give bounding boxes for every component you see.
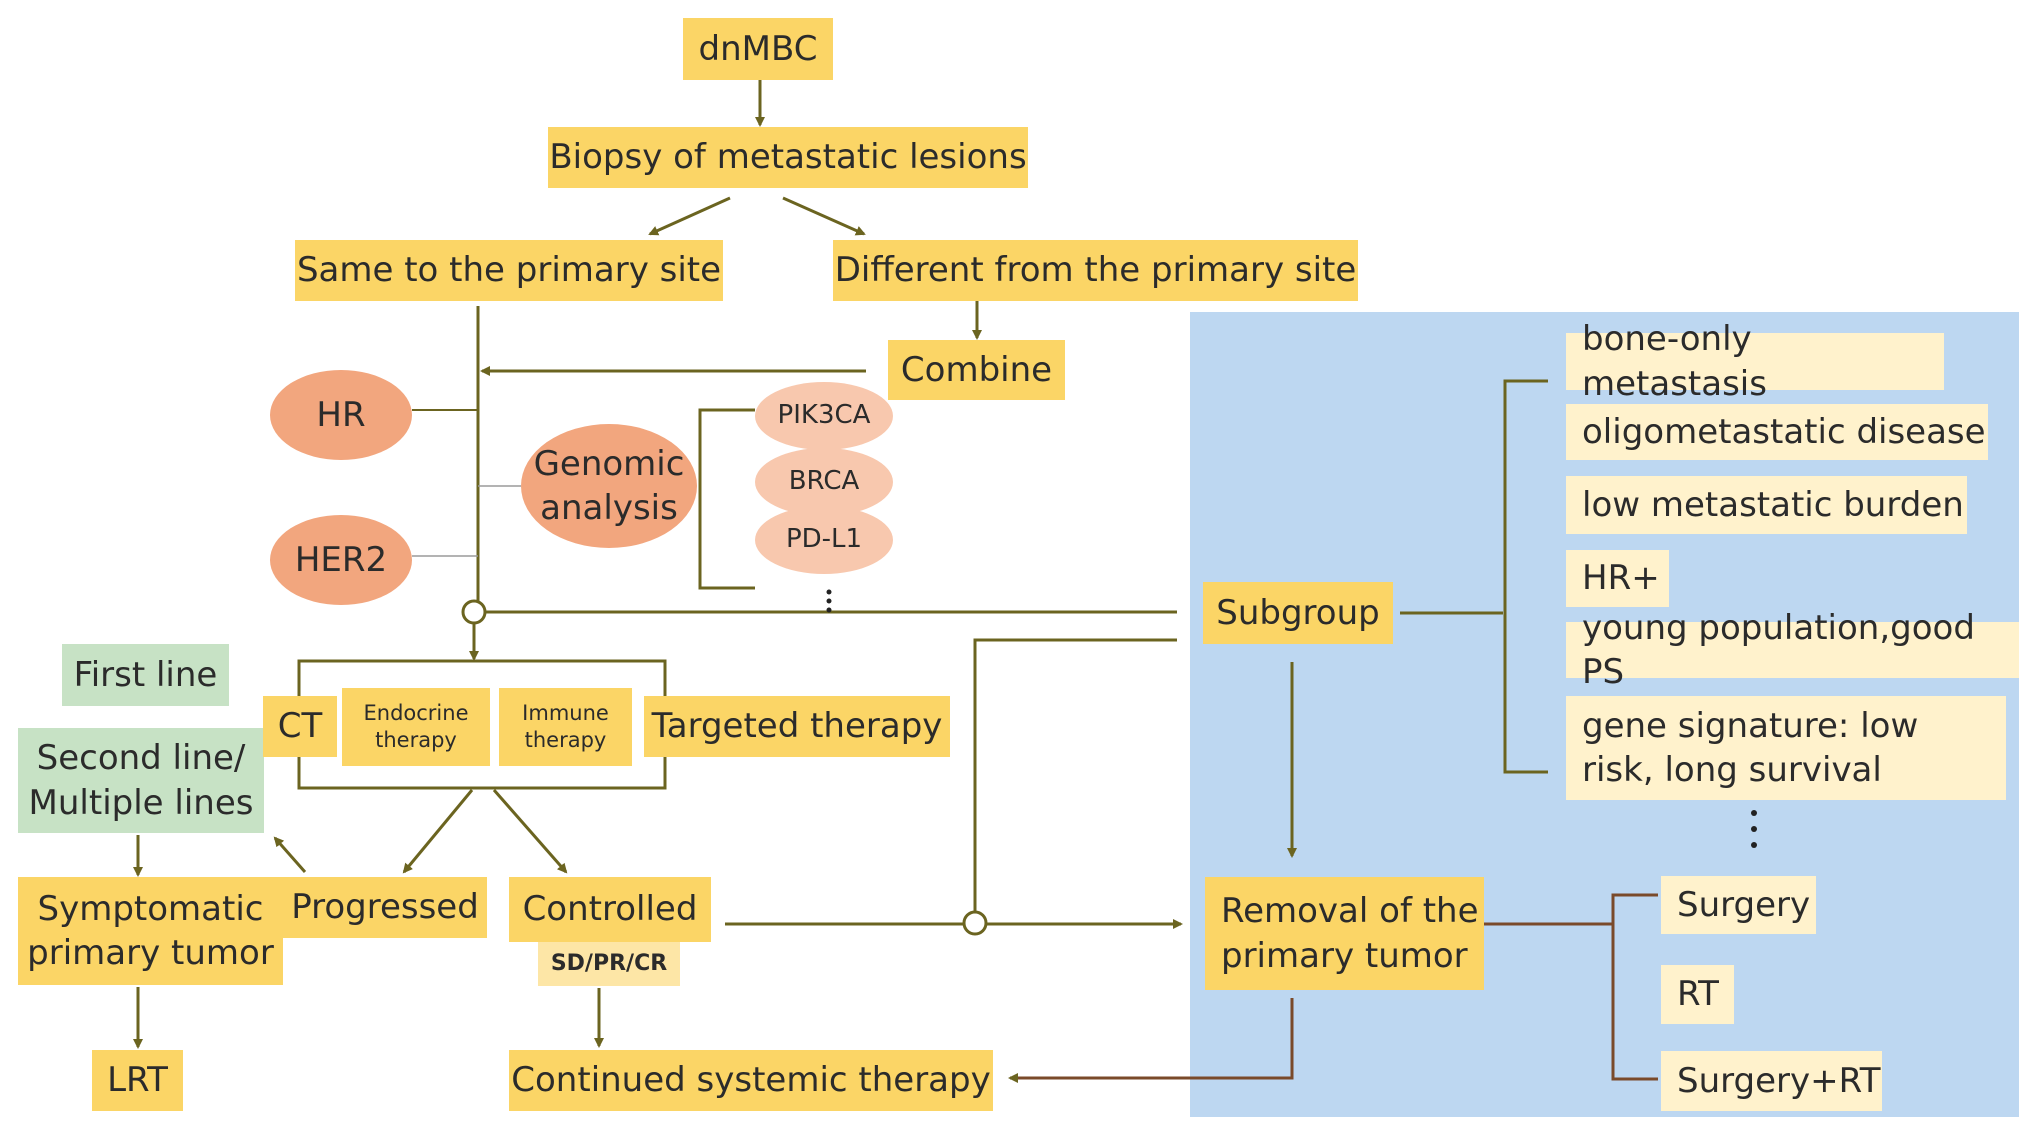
her2-label: HER2 — [294, 539, 388, 580]
brca-label: BRCA — [788, 466, 860, 497]
junction-circle-main — [461, 599, 487, 625]
targeted-therapy-node: Targeted therapy — [644, 696, 950, 757]
biopsy-node: Biopsy of metastatic lesions — [548, 127, 1028, 188]
targeted-label: Targeted therapy — [651, 706, 943, 747]
response-node: SD/PR/CR — [538, 942, 680, 986]
second-line-text-2: Multiple lines — [28, 782, 254, 823]
progressed-label: Progressed — [291, 887, 479, 928]
option-surgery-rt: Surgery+RT — [1661, 1051, 1882, 1111]
option-surgery: Surgery — [1661, 876, 1816, 934]
controlled-label: Controlled — [522, 889, 698, 930]
treatment-bracket — [297, 659, 667, 790]
biopsy-label: Biopsy of metastatic lesions — [549, 137, 1027, 178]
continued-label: Continued systemic therapy — [511, 1060, 991, 1101]
ct-node: CT — [263, 696, 337, 757]
genomic-analysis-node: Genomic analysis — [521, 424, 697, 548]
criteria-text: bone-only metastasis — [1582, 319, 1767, 404]
subgroup-node: Subgroup — [1203, 582, 1393, 644]
junction-circle-controlled — [962, 910, 988, 936]
criteria-item: young population,good PS — [1566, 608, 2019, 692]
option-text: Surgery+RT — [1677, 1060, 1881, 1101]
endocrine-label-1: Endocrine — [363, 700, 469, 725]
criteria-bracket — [1503, 379, 1548, 774]
gene-pdl1: PD-L1 — [755, 506, 893, 574]
progressed-node: Progressed — [283, 877, 487, 938]
arrow-progressed-secondline — [273, 836, 307, 873]
pik3ca-label: PIK3CA — [777, 400, 871, 431]
controlled-node: Controlled — [509, 877, 711, 942]
response-label: SD/PR/CR — [550, 950, 668, 976]
her2-node: HER2 — [270, 515, 412, 605]
hr-label: HR — [316, 394, 366, 435]
different-site-node: Different from the primary site — [833, 240, 1358, 301]
criteria-item: oligometastatic disease — [1566, 404, 1988, 460]
criteria-text: oligometastatic disease — [1582, 411, 1986, 452]
arrow-biopsy-same — [648, 196, 731, 236]
immune-label-1: Immune — [522, 700, 609, 725]
immune-therapy-node: Immune therapy — [499, 688, 632, 766]
first-line-text: First line — [73, 654, 218, 695]
gene-bracket — [698, 408, 755, 590]
criteria-text: young population,good PS — [1582, 607, 1975, 692]
second-line-label: Second line/ Multiple lines — [18, 728, 264, 833]
continued-therapy-node: Continued systemic therapy — [509, 1050, 993, 1111]
genomic-label-2: analysis — [540, 488, 678, 528]
combine-label: Combine — [900, 349, 1053, 390]
hr-node: HR — [270, 370, 412, 460]
option-text: Surgery — [1677, 884, 1811, 925]
symptomatic-label-2: primary tumor — [27, 933, 274, 973]
same-site-label: Same to the primary site — [296, 250, 722, 291]
subgroup-label: Subgroup — [1216, 592, 1380, 633]
dnmbc-node: dnMBC — [683, 18, 833, 80]
criteria-item: HR+ — [1566, 550, 1669, 607]
genomic-label-1: Genomic — [533, 443, 685, 484]
option-rt: RT — [1661, 965, 1734, 1024]
arrow-to-controlled — [492, 789, 568, 874]
arrow-biopsy-different — [782, 196, 866, 236]
arrow-to-progressed — [402, 789, 474, 874]
criteria-text: gene signature: low risk, long survival — [1582, 705, 1919, 790]
subgroup-return-line — [973, 638, 1177, 913]
lrt-node: LRT — [92, 1050, 183, 1111]
combine-node: Combine — [888, 340, 1065, 400]
symptomatic-label-1: Symptomatic — [37, 888, 264, 929]
endocrine-therapy-node: Endocrine therapy — [342, 688, 490, 766]
symptomatic-node: Symptomatic primary tumor — [18, 877, 283, 985]
second-line-text-1: Second line/ — [36, 738, 246, 779]
criteria-item: bone-only metastasis — [1566, 319, 1944, 404]
removal-node: Removal of the primary tumor — [1205, 877, 1484, 990]
removal-label-2: primary tumor — [1221, 935, 1468, 976]
dnmbc-label: dnMBC — [698, 28, 818, 69]
different-site-label: Different from the primary site — [834, 250, 1357, 291]
gene-pik3ca: PIK3CA — [755, 382, 893, 450]
criteria-item: gene signature: low risk, long survival — [1566, 696, 2006, 800]
same-site-node: Same to the primary site — [295, 240, 723, 301]
options-bracket — [1611, 893, 1658, 1081]
pdl1-label: PD-L1 — [785, 524, 863, 555]
option-text: RT — [1677, 974, 1719, 1015]
criteria-item: low metastatic burden — [1566, 476, 1967, 534]
first-line-label: First line — [62, 644, 229, 706]
removal-label-1: Removal of the — [1221, 891, 1479, 932]
criteria-text: low metastatic burden — [1582, 484, 1964, 525]
ct-label: CT — [277, 706, 323, 747]
endocrine-label-2: therapy — [375, 728, 457, 752]
immune-label-2: therapy — [524, 728, 607, 752]
lrt-label: LRT — [107, 1060, 168, 1101]
criteria-text: HR+ — [1582, 558, 1660, 599]
removal-return-line — [1008, 998, 1294, 1083]
gene-brca: BRCA — [755, 448, 893, 516]
